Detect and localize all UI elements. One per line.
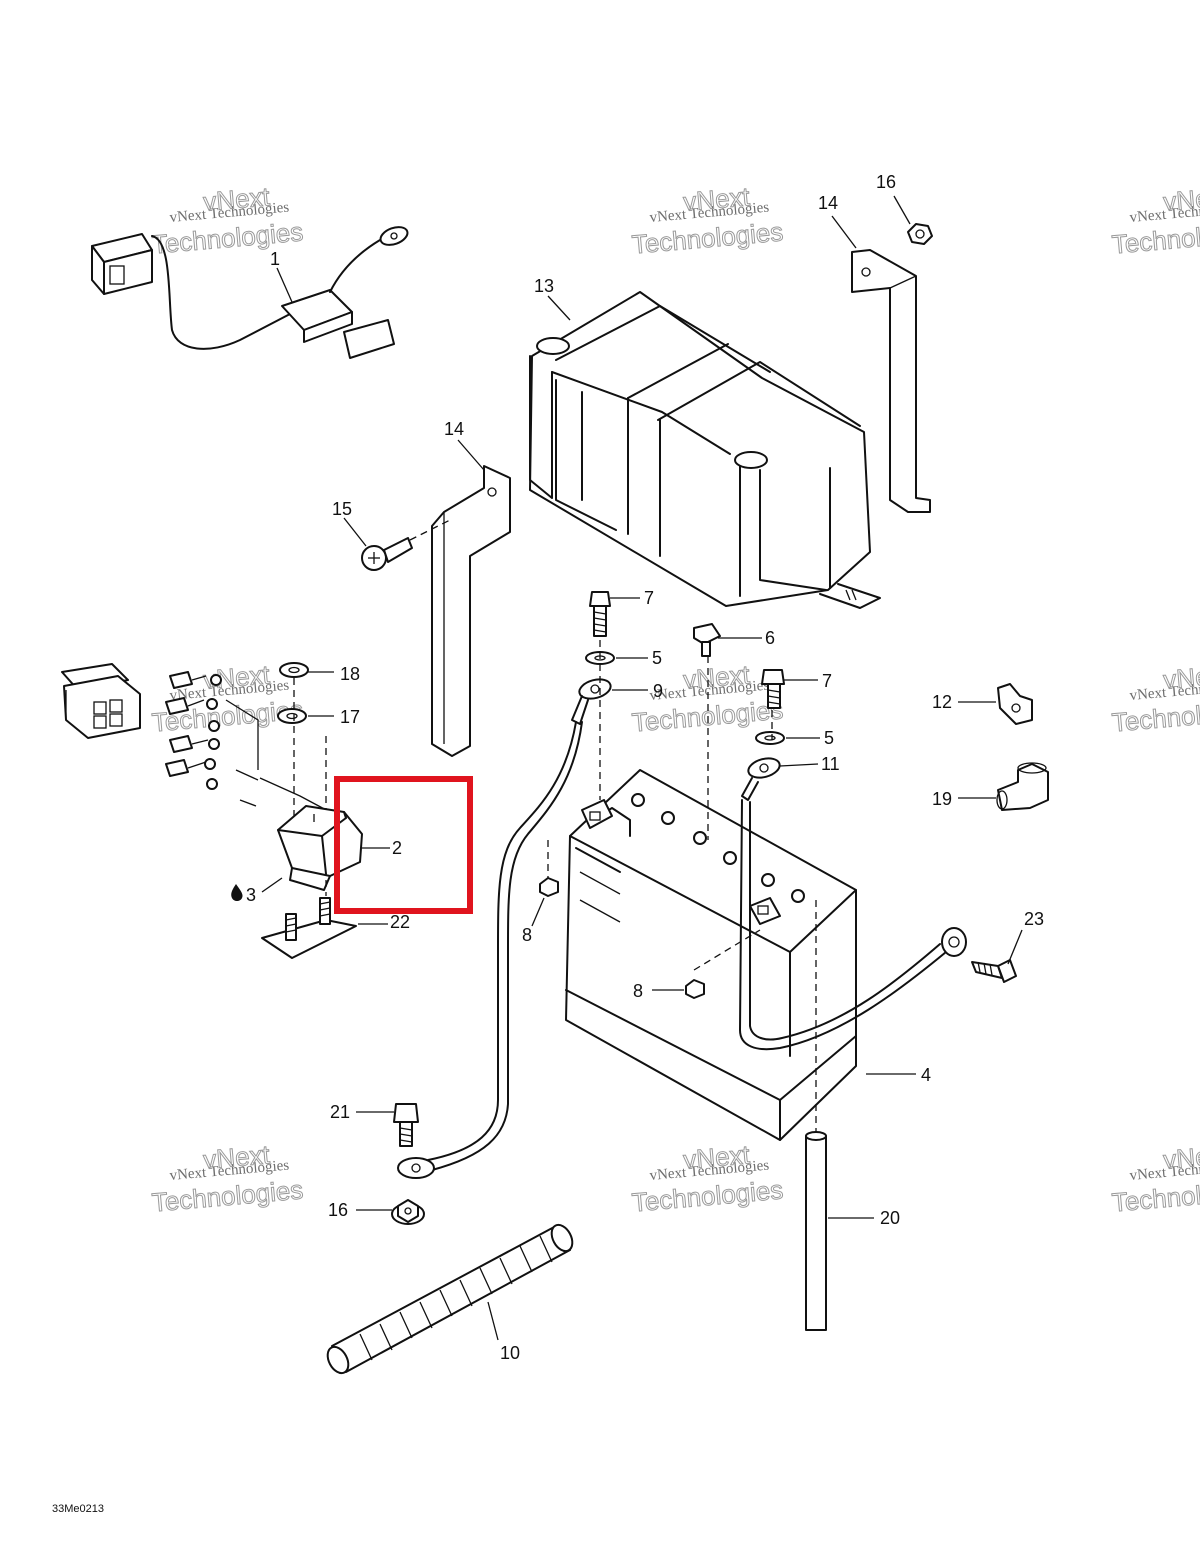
callout-13: 13 <box>534 276 554 296</box>
callout-23: 23 <box>1024 909 1044 929</box>
watermark-mid-center: vNext Technologies vNext Technologies <box>630 659 785 738</box>
assembly-lines-right <box>547 640 817 1140</box>
watermark-text: vNext <box>1162 181 1200 217</box>
part-22-plate <box>261 897 357 959</box>
part-23-bolt <box>971 959 1017 983</box>
callout-1: 1 <box>270 249 280 269</box>
watermark-bottom-left: vNext Technologies vNext Technologies <box>150 1139 305 1218</box>
watermark-bottom-right: vNext Technologies vNext Technologies <box>1110 1139 1200 1218</box>
connector-block <box>61 663 141 739</box>
part-9-cable <box>397 678 612 1179</box>
drop-icon <box>231 884 243 901</box>
watermark-text: vNext <box>1162 659 1200 695</box>
watermark-top-right: vNext Technologies vNext Technologies <box>1110 181 1200 260</box>
watermark-top-center: vNext Technologies vNext Technologies <box>630 181 785 260</box>
callout-12: 12 <box>932 692 952 712</box>
watermark-text: vNext <box>202 1139 272 1175</box>
callout-16-bottom: 16 <box>328 1200 348 1220</box>
part-2-module <box>277 805 363 891</box>
callout-6: 6 <box>765 628 775 648</box>
part-5-washer-right <box>755 731 785 745</box>
part-1-harness <box>91 226 409 359</box>
callout-20: 20 <box>880 1208 900 1228</box>
callout-7-top: 7 <box>644 588 654 608</box>
part-12-clip <box>997 683 1033 725</box>
callout-22: 22 <box>390 912 410 932</box>
part-14-bracket-left <box>431 465 511 757</box>
part-8-nut-left <box>539 877 559 897</box>
callout-21: 21 <box>330 1102 350 1122</box>
part-8-nut-right <box>685 979 705 999</box>
callout-18: 18 <box>340 664 360 684</box>
callout-14-middle: 14 <box>444 419 464 439</box>
part-14-bracket-right <box>851 249 931 513</box>
part-21-bolt <box>393 1103 419 1147</box>
callout-3: 3 <box>246 885 256 905</box>
part-7-bolt-right <box>761 669 785 709</box>
leader-lines <box>261 195 1023 1341</box>
callout-11: 11 <box>821 754 840 774</box>
part-16-nut-top <box>907 223 933 245</box>
callout-5-right: 5 <box>824 728 834 748</box>
part-19-boot <box>996 762 1049 811</box>
part-11-cable <box>739 757 967 1051</box>
watermark-top-left: vNext Technologies vNext Technologies <box>150 181 305 260</box>
watermark-text: vNext <box>682 659 752 695</box>
callout-15: 15 <box>332 499 352 519</box>
part-13-battery-cover <box>529 291 881 609</box>
part-16-nut-bottom <box>391 1199 425 1225</box>
part-15-screw <box>361 519 451 571</box>
callout-17: 17 <box>340 707 360 727</box>
part-10-spiral-wrap <box>326 1223 574 1375</box>
watermark-bottom-center: vNext Technologies vNext Technologies <box>630 1139 785 1218</box>
callout-7-right: 7 <box>822 671 832 691</box>
highlight-box-part-2 <box>334 776 473 914</box>
watermark-text: vNext <box>1162 1139 1200 1175</box>
callout-2: 2 <box>392 838 402 858</box>
drawing-code: 33Me0213 <box>52 1503 104 1515</box>
watermark-text: vNext <box>202 181 272 217</box>
callout-10: 10 <box>500 1343 520 1363</box>
watermark-text: vNext <box>682 1139 752 1175</box>
part-4-battery <box>565 769 857 1141</box>
callout-4: 4 <box>921 1065 931 1085</box>
part-17-grommet <box>277 708 307 724</box>
callout-16-top: 16 <box>876 172 896 192</box>
callout-5-left: 5 <box>652 648 662 668</box>
part-18-washer <box>279 662 309 678</box>
watermark-text: vNext <box>682 181 752 217</box>
callout-14-top: 14 <box>818 193 838 213</box>
part-7-bolt-top <box>589 591 611 637</box>
callout-8-left: 8 <box>522 925 532 945</box>
terminal-pins <box>165 671 222 790</box>
part-6-terminal <box>693 623 721 657</box>
watermark-mid-right: vNext Technologies vNext Technologies <box>1110 659 1200 738</box>
callout-19: 19 <box>932 789 952 809</box>
part-20-rod <box>805 1131 827 1331</box>
callout-8-right: 8 <box>633 981 643 1001</box>
callout-9: 9 <box>653 681 663 701</box>
callout-numbers: 1 2 3 4 5 5 6 7 7 8 8 9 10 11 12 13 14 1… <box>246 172 1044 1363</box>
